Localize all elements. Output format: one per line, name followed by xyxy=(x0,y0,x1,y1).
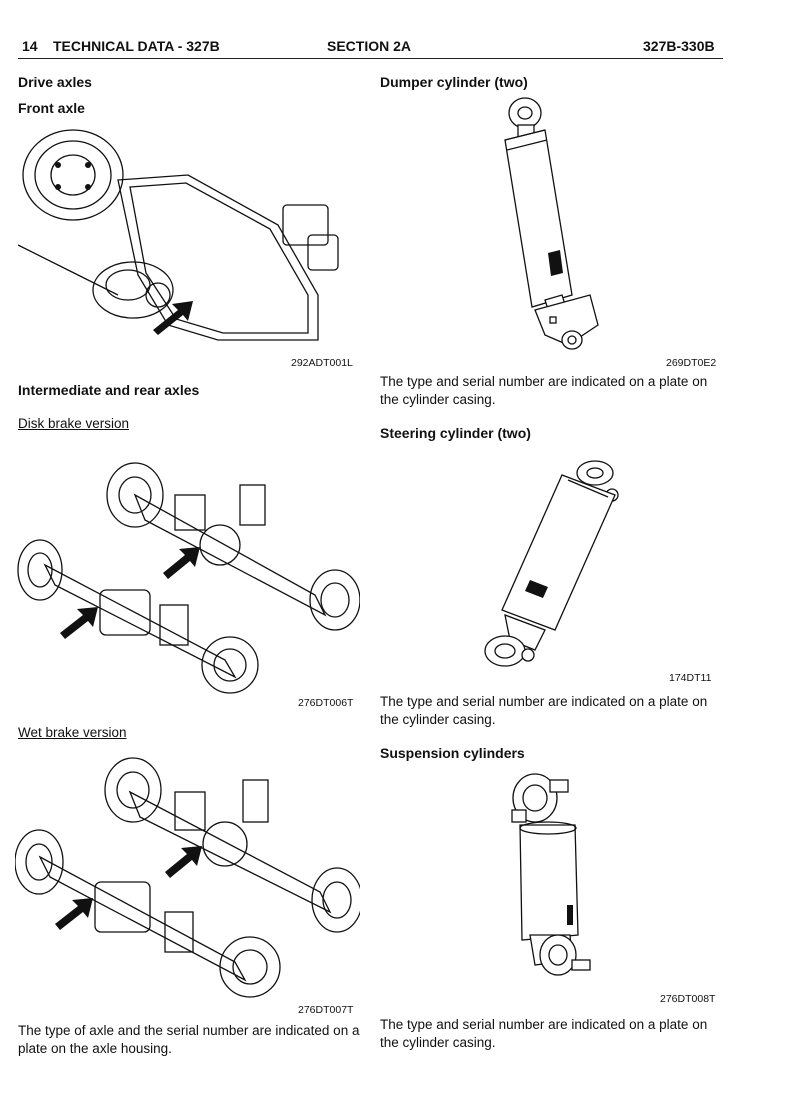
disk-brake-version-label: Disk brake version xyxy=(18,416,130,431)
wet-brake-axles-illustration xyxy=(15,757,360,998)
suspension-cylinder-illustration xyxy=(511,773,591,976)
front-axle-caption: 292ADT001L xyxy=(291,357,353,369)
model-range: 327B-330B xyxy=(643,38,715,54)
wet-brake-caption: 276DT007T xyxy=(298,1004,354,1016)
disk-brake-caption: 276DT006T xyxy=(298,697,354,709)
front-axle-illustration xyxy=(18,129,339,341)
steering-cylinder-heading: Steering cylinder (two) xyxy=(380,425,531,441)
section-label: SECTION 2A xyxy=(327,38,412,54)
steering-cylinder-caption: 174DT11 xyxy=(669,672,712,684)
axle-plate-note: The type of axle and the serial number a… xyxy=(18,1023,360,1056)
steering-cylinder-illustration xyxy=(484,460,619,667)
suspension-cylinder-caption: 276DT008T xyxy=(660,993,716,1005)
intermediate-rear-axles-heading: Intermediate and rear axles xyxy=(18,382,200,398)
suspension-plate-note: The type and serial number are indicated… xyxy=(380,1017,708,1050)
page-header-title: TECHNICAL DATA - 327B xyxy=(53,38,220,54)
dumper-cylinder-illustration xyxy=(504,97,599,350)
suspension-cylinders-heading: Suspension cylinders xyxy=(380,745,525,761)
wet-brake-version-label: Wet brake version xyxy=(18,725,127,740)
drive-axles-heading: Drive axles xyxy=(18,74,92,90)
page-number: 14 xyxy=(22,38,38,54)
dumper-plate-note: The type and serial number are indicated… xyxy=(380,374,708,407)
dumper-cylinder-caption: 269DT0E2 xyxy=(666,357,717,369)
front-axle-heading: Front axle xyxy=(18,100,85,116)
dumper-cylinder-heading: Dumper cylinder (two) xyxy=(380,74,528,90)
steering-plate-note: The type and serial number are indicated… xyxy=(380,694,708,727)
header-rule xyxy=(18,58,723,59)
disk-brake-axles-illustration xyxy=(17,462,360,694)
